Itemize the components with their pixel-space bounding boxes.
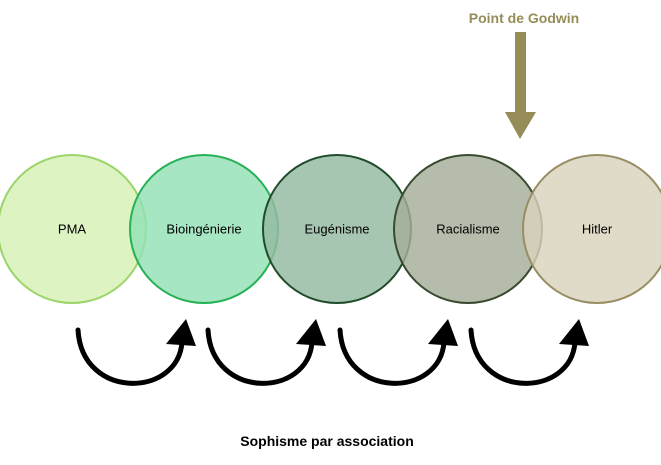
diagram-caption: Sophisme par association xyxy=(240,433,414,449)
godwin-arrow xyxy=(505,32,536,139)
curved-arrow xyxy=(75,319,196,386)
circle-label-racialisme: Racialisme xyxy=(436,221,500,237)
arrows-layer xyxy=(75,319,589,386)
circles-layer xyxy=(0,154,661,304)
circle-label-pma: PMA xyxy=(57,221,87,237)
circle-label-eugénisme: Eugénisme xyxy=(304,221,370,237)
curved-arrow xyxy=(468,319,589,386)
circle-hitler xyxy=(522,154,661,304)
curved-arrow xyxy=(337,319,458,386)
circle-label-hitler: Hitler xyxy=(581,221,613,237)
curved-arrow xyxy=(205,319,326,386)
godwin-point-label: Point de Godwin xyxy=(468,10,580,26)
circle-label-bioingénierie: Bioingénierie xyxy=(166,221,242,237)
